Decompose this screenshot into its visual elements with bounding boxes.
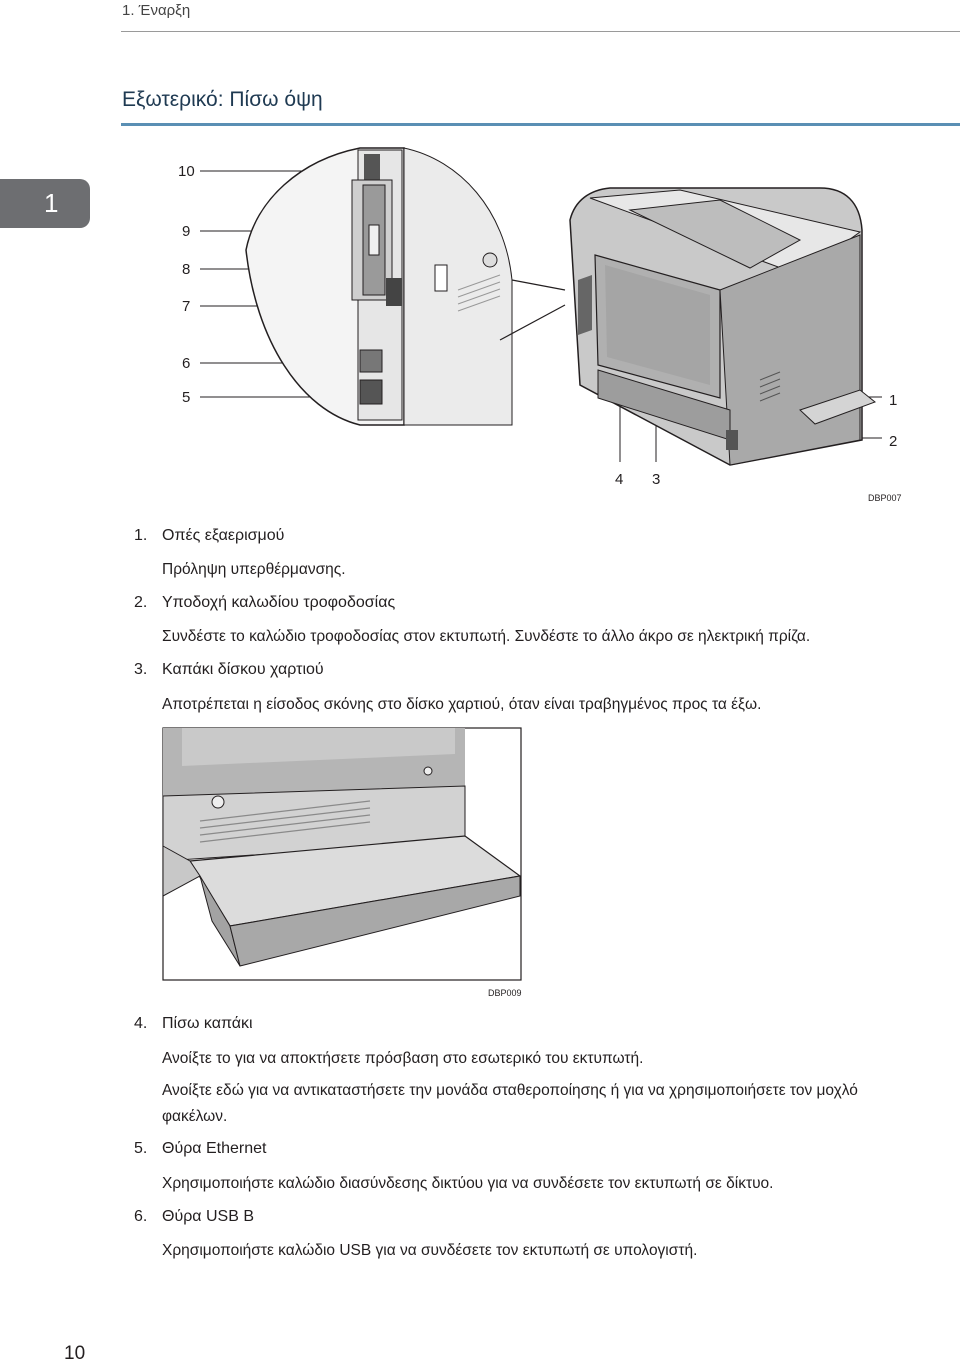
callout-9: 9 bbox=[182, 223, 190, 240]
item-3-title: Καπάκι δίσκου χαρτιού bbox=[162, 661, 324, 678]
callout-10: 10 bbox=[178, 163, 195, 180]
item-4-desc-2: Ανοίξτε εδώ για να αντικαταστήσετε την μ… bbox=[162, 1082, 858, 1125]
callout-6: 6 bbox=[182, 355, 190, 372]
item-1-number: 1. bbox=[134, 527, 148, 544]
printer-body bbox=[569, 187, 877, 466]
callout-1: 1 bbox=[889, 392, 897, 409]
item-3-desc-1: Αποτρέπεται η είσοδος σκόνης στο δίσκο χ… bbox=[162, 696, 762, 713]
callout-2: 2 bbox=[889, 433, 897, 450]
title-rule bbox=[121, 123, 960, 126]
header-rule bbox=[121, 31, 960, 32]
item-2-number: 2. bbox=[134, 594, 148, 611]
item-2-title: Υποδοχή καλωδίου τροφοδοσίας bbox=[162, 594, 396, 611]
item-5-title-row: 5. Θύρα Ethernet bbox=[134, 1140, 266, 1158]
item-4-title: Πίσω καπάκι bbox=[162, 1015, 253, 1032]
tray-cover-illustration: DBP009 bbox=[162, 727, 522, 998]
item-2-title-row: 2. Υποδοχή καλωδίου τροφοδοσίας bbox=[134, 594, 395, 612]
page-number: 10 bbox=[64, 1343, 86, 1364]
item-5-title: Θύρα Ethernet bbox=[162, 1140, 267, 1157]
item-3-title-row: 3. Καπάκι δίσκου χαρτιού bbox=[134, 661, 324, 679]
item-1-title-row: 1. Οπές εξαερισμού bbox=[134, 527, 284, 545]
callout-3: 3 bbox=[652, 471, 660, 488]
section-title: Εξωτερικό: Πίσω όψη bbox=[122, 88, 323, 111]
chapter-tab: 1 bbox=[0, 179, 90, 228]
running-header: 1. Έναρξη bbox=[122, 2, 191, 19]
chapter-tab-number: 1 bbox=[44, 188, 59, 218]
item-4-number: 4. bbox=[134, 1015, 148, 1032]
item-4-title-row: 4. Πίσω καπάκι bbox=[134, 1015, 253, 1033]
callout-5: 5 bbox=[182, 389, 190, 406]
item-6-number: 6. bbox=[134, 1208, 148, 1225]
item-2-desc-1: Συνδέστε το καλώδιο τροφοδοσίας στον εκτ… bbox=[162, 628, 811, 645]
item-1-desc-1: Πρόληψη υπερθέρμανσης. bbox=[162, 561, 346, 578]
callout-7: 7 bbox=[182, 298, 190, 315]
callout-4: 4 bbox=[615, 471, 623, 488]
callout-8: 8 bbox=[182, 261, 190, 278]
item-6-title-row: 6. Θύρα USB B bbox=[134, 1208, 254, 1226]
item-1-title: Οπές εξαερισμού bbox=[162, 527, 285, 544]
item-6-title: Θύρα USB B bbox=[162, 1208, 255, 1225]
figure-code-tray: DBP009 bbox=[488, 988, 522, 998]
item-6-desc-1: Χρησιμοποιήστε καλώδιο USB για να συνδέσ… bbox=[162, 1242, 698, 1259]
port-closeup-inset bbox=[245, 147, 566, 426]
item-4-desc-1: Ανοίξτε το για να αποκτήσετε πρόσβαση στ… bbox=[162, 1050, 644, 1067]
item-5-number: 5. bbox=[134, 1140, 148, 1157]
figure-code-main: DBP007 bbox=[868, 493, 902, 503]
printer-rear-view-illustration: 10 9 8 7 6 5 1 2 4 3 DBP007 bbox=[178, 147, 902, 503]
item-3-number: 3. bbox=[134, 661, 148, 678]
item-5-desc-1: Χρησιμοποιήστε καλώδιο διασύνδεσης δικτύ… bbox=[162, 1175, 774, 1192]
